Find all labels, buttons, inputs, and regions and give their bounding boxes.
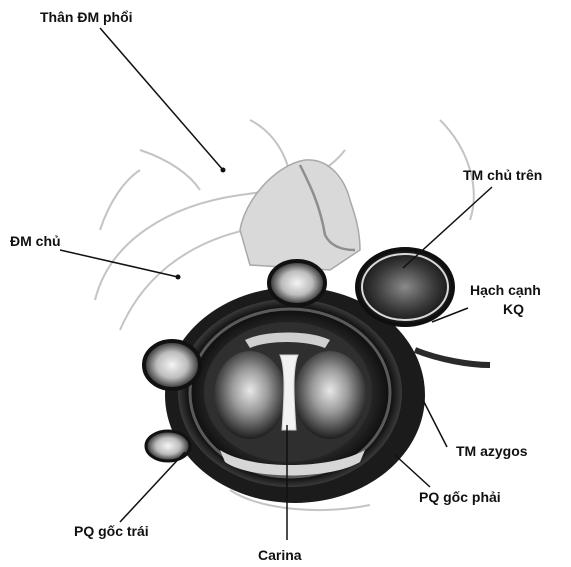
- label-azygos: TM azygos: [456, 443, 528, 459]
- leader-dots: [176, 168, 226, 280]
- label-right-bronchus: PQ gốc phải: [419, 489, 501, 505]
- label-paratracheal-line2: KQ: [503, 301, 524, 317]
- label-carina: Carina: [258, 547, 302, 563]
- left-vessel-lower: [146, 431, 190, 461]
- dot-aorta: [176, 275, 181, 280]
- label-pulmonary-trunk: Thân ĐM phổi: [40, 9, 133, 25]
- label-left-bronchus: PQ gốc trái: [74, 523, 149, 539]
- svc-vessel: [357, 249, 453, 325]
- left-bronchus-orifice: [214, 351, 286, 439]
- upper-small-vessel: [269, 261, 325, 305]
- azygos-vessel: [415, 350, 490, 365]
- pulmonary-trunk-shape: [240, 160, 360, 270]
- label-aorta: ĐM chủ: [10, 233, 61, 249]
- leader-pulmonary-trunk: [100, 28, 223, 170]
- leader-svc: [403, 187, 492, 268]
- left-vessel-upper: [144, 341, 200, 389]
- leader-azygos: [423, 400, 447, 447]
- leader-left-bronchus: [120, 452, 185, 522]
- label-svc: TM chủ trên: [463, 167, 542, 183]
- label-paratracheal-line1: Hạch cạnh: [470, 282, 541, 298]
- leader-right-bronchus: [395, 455, 430, 487]
- right-bronchus-orifice: [294, 351, 366, 439]
- dot-pulmonary-trunk: [221, 168, 226, 173]
